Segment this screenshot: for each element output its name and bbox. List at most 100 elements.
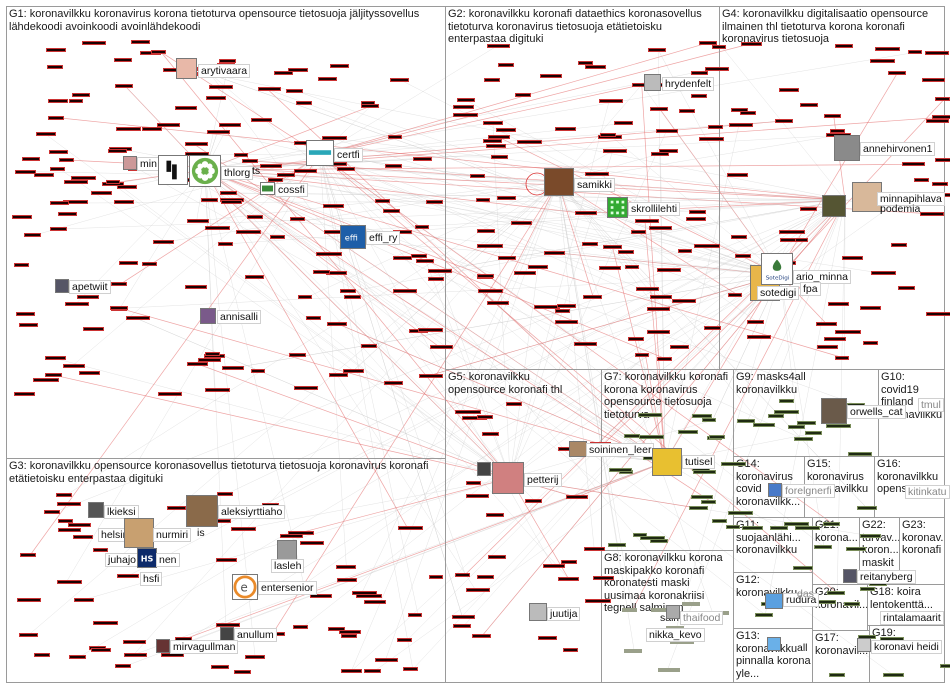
graph-node[interactable] — [48, 116, 64, 120]
graph-node[interactable] — [793, 566, 813, 570]
graph-node[interactable] — [34, 653, 50, 657]
graph-node[interactable] — [670, 345, 689, 349]
graph-node[interactable] — [50, 201, 69, 205]
graph-node[interactable] — [636, 287, 659, 291]
graph-node[interactable] — [648, 48, 666, 52]
graph-node[interactable] — [231, 527, 256, 531]
graph-node[interactable] — [430, 345, 453, 349]
graph-node[interactable] — [220, 191, 237, 195]
graph-node[interactable] — [926, 312, 950, 316]
graph-node[interactable] — [327, 322, 347, 326]
graph-node[interactable] — [341, 669, 362, 673]
graph-node[interactable] — [583, 295, 602, 299]
graph-node[interactable] — [330, 64, 349, 68]
graph-node[interactable] — [455, 573, 470, 577]
graph-node[interactable] — [678, 430, 698, 434]
graph-node[interactable] — [731, 235, 747, 239]
graph-node[interactable] — [888, 71, 906, 75]
graph-node[interactable] — [709, 435, 725, 439]
graph-node[interactable] — [293, 625, 308, 629]
label-annehirvonen1[interactable]: annehirvonen1 — [860, 142, 936, 156]
graph-node[interactable] — [390, 78, 409, 82]
graph-node[interactable] — [46, 48, 66, 52]
graph-node[interactable] — [316, 252, 342, 256]
graph-node[interactable] — [339, 630, 361, 634]
graph-node[interactable] — [47, 65, 63, 69]
graph-node[interactable] — [326, 271, 347, 275]
graph-node[interactable] — [375, 658, 398, 662]
graph-node[interactable] — [93, 621, 118, 625]
graph-node[interactable] — [902, 162, 925, 166]
label-tmul[interactable]: tmul — [918, 398, 944, 412]
avatar-g7-yellow[interactable] — [652, 448, 682, 476]
graph-node[interactable] — [486, 144, 506, 148]
graph-node[interactable] — [544, 251, 565, 255]
graph-node[interactable] — [477, 415, 493, 419]
graph-node[interactable] — [578, 61, 593, 65]
graph-node[interactable] — [17, 598, 41, 602]
graph-node[interactable] — [16, 312, 35, 316]
graph-node[interactable] — [721, 462, 746, 466]
graph-node[interactable] — [245, 655, 265, 659]
graph-node[interactable] — [540, 74, 562, 78]
graph-node[interactable] — [561, 560, 577, 564]
graph-node[interactable] — [846, 547, 866, 551]
graph-node[interactable] — [800, 207, 817, 211]
graph-node[interactable] — [158, 392, 182, 396]
graph-node[interactable] — [818, 600, 836, 604]
label-annisalli[interactable]: annisalli — [217, 310, 261, 324]
graph-node[interactable] — [457, 98, 475, 102]
label-ts[interactable]: ts — [252, 165, 261, 177]
graph-node[interactable] — [428, 277, 444, 281]
label-lkieksi[interactable]: lkieksi — [104, 505, 139, 519]
graph-node[interactable] — [844, 602, 860, 606]
graph-node[interactable] — [650, 107, 668, 111]
graph-node[interactable] — [336, 565, 356, 569]
graph-node[interactable] — [628, 337, 644, 341]
graph-node[interactable] — [794, 437, 813, 441]
graph-node[interactable] — [498, 63, 514, 67]
graph-node[interactable] — [863, 341, 878, 345]
label-thaifood[interactable]: thaifood — [680, 611, 724, 625]
graph-node[interactable] — [514, 271, 536, 275]
graph-node[interactable] — [161, 653, 184, 657]
label-mirvagullman[interactable]: mirvagullman — [170, 640, 239, 654]
graph-node[interactable] — [650, 539, 668, 543]
label-nen[interactable]: nen — [156, 553, 180, 567]
graph-node[interactable] — [650, 295, 672, 299]
graph-node[interactable] — [383, 209, 400, 213]
graph-node[interactable] — [455, 410, 481, 414]
graph-node[interactable] — [91, 648, 111, 652]
graph-node[interactable] — [126, 316, 150, 320]
graph-node[interactable] — [691, 71, 708, 75]
graph-node[interactable] — [940, 664, 950, 668]
graph-node[interactable] — [341, 634, 357, 638]
graph-node[interactable] — [361, 101, 375, 105]
graph-node[interactable] — [205, 388, 230, 392]
graph-node[interactable] — [726, 525, 740, 529]
graph-node[interactable] — [15, 170, 36, 174]
graph-node[interactable] — [242, 159, 258, 163]
graph-node[interactable] — [788, 425, 805, 429]
graph-node[interactable] — [506, 402, 522, 406]
graph-node[interactable] — [217, 492, 233, 496]
graph-node[interactable] — [883, 673, 904, 677]
graph-node[interactable] — [24, 233, 41, 237]
graph-node[interactable] — [828, 302, 849, 306]
graph-node[interactable] — [582, 242, 598, 246]
graph-node[interactable] — [59, 158, 74, 162]
graph-node[interactable] — [388, 135, 402, 139]
label-helsin[interactable]: helsin — [98, 528, 132, 542]
label-skrollilehti[interactable]: skrollilehti — [628, 202, 681, 216]
graph-node[interactable] — [142, 127, 162, 131]
graph-node[interactable] — [657, 357, 672, 361]
graph-node[interactable] — [858, 635, 876, 639]
avatar-g19[interactable] — [857, 638, 871, 652]
graph-node[interactable] — [277, 173, 295, 177]
skrolli-logo-icon[interactable] — [607, 197, 628, 218]
graph-node[interactable] — [691, 94, 707, 98]
graph-node[interactable] — [286, 89, 303, 93]
hs-logo-icon[interactable]: HS — [137, 548, 157, 568]
label-reitanyberg[interactable]: reitanyberg — [857, 570, 916, 584]
graph-node[interactable] — [692, 467, 710, 471]
